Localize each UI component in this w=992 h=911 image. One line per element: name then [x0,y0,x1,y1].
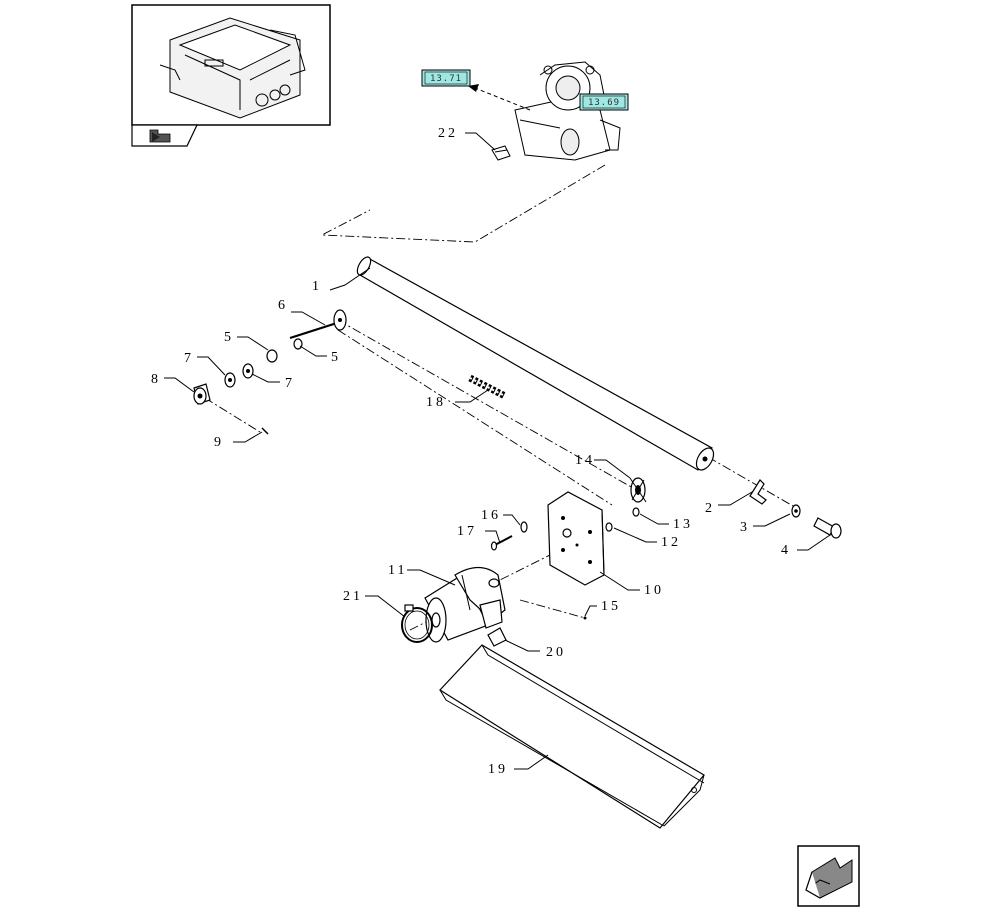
bracket-2 [749,479,767,505]
callout-4: 4 [781,543,791,558]
next-page-arrow-icon[interactable] [805,857,853,899]
roller-tube [356,256,715,471]
spacer-5a [266,349,278,363]
callout-1: 1 [312,279,322,294]
sprocket-14 [629,477,647,503]
shaft-6 [289,309,347,340]
callout-8: 8 [151,372,161,387]
washer-7b [242,363,254,379]
washer-7a [224,372,236,388]
callout-15: 15 [601,599,621,614]
bracket-20 [487,627,507,647]
bolt-4 [813,517,842,539]
reference-arrow [468,84,531,111]
bolt-13 [632,507,640,517]
callout-14: 14 [575,453,595,468]
reference-tag-a[interactable]: 13.71 [421,69,471,87]
callout-9: 9 [214,435,224,450]
callout-18: 18 [426,395,446,410]
callout-19: 19 [488,762,508,777]
callout-11: 11 [388,563,407,578]
reference-tag-b[interactable]: 13.69 [579,93,629,111]
next-page-button[interactable] [797,845,860,907]
callout-13: 13 [673,517,693,532]
pin-9 [261,427,269,435]
bolt-12 [605,522,613,532]
clip-22 [491,145,511,161]
callout-2: 2 [705,501,715,516]
overview-thumbnail [131,4,331,126]
bushing-8 [193,383,211,405]
callout-6: 6 [278,298,288,313]
screw-17 [490,535,513,551]
callouts: 1 2 3 4 5 5 6 7 7 8 9 10 11 12 13 14 15 … [151,126,791,777]
reference-tag-b-text: 13.69 [588,98,620,108]
mounting-plate-10 [547,491,605,586]
callout-21: 21 [343,589,363,604]
callout-17: 17 [457,524,477,539]
callout-7b: 7 [285,376,295,391]
motor-11 [424,566,506,643]
callout-3: 3 [740,520,750,535]
thumbnail-tab[interactable] [131,124,198,147]
previous-page-icon[interactable] [149,129,171,143]
callout-16: 16 [481,508,501,523]
reference-tag-a-text: 13.71 [430,74,462,84]
callout-22: 22 [438,126,458,141]
washer-3 [791,504,801,518]
leader-lines [164,132,831,770]
callout-7a: 7 [184,351,194,366]
cover-19 [439,644,705,829]
callout-12: 12 [661,535,681,550]
gearbox-housing [514,61,621,161]
pin-15 [583,616,587,620]
callout-10: 10 [644,583,664,598]
callout-5a: 5 [224,330,234,345]
callout-5b: 5 [331,350,341,365]
chain-18 [468,374,507,400]
spacer-5b [293,338,303,350]
callout-20: 20 [546,645,566,660]
nut-16 [520,521,528,533]
clamp-21 [401,604,433,643]
